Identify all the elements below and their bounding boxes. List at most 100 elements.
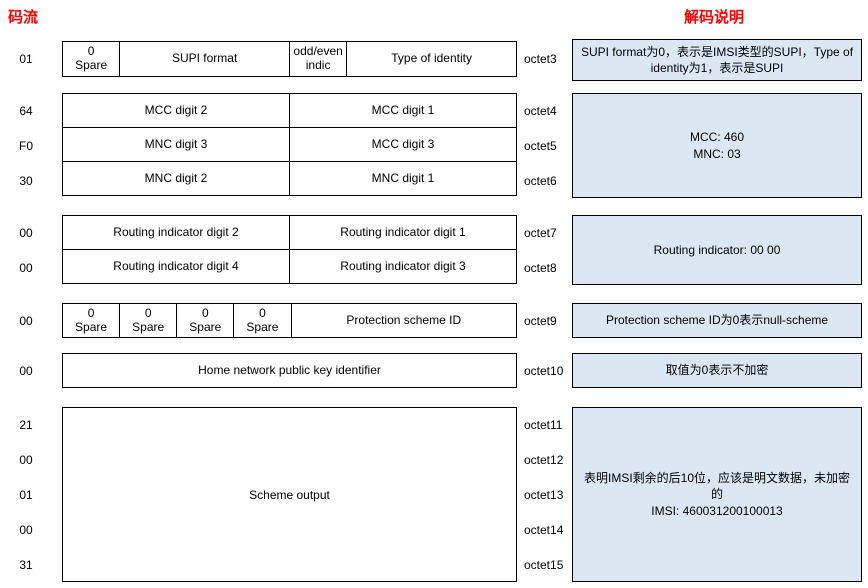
field-protection-scheme-id-label: Protection scheme ID	[346, 312, 462, 327]
note-imsi: 表明IMSI剩余的后10位，应该是明文数据，未加密的 IMSI: 4600312…	[572, 407, 862, 582]
field-odd-even-line2: indic	[305, 58, 331, 72]
hex-column: 64 F0 30	[0, 93, 52, 198]
note-protection-scheme: Protection scheme ID为0表示null-scheme	[572, 303, 862, 338]
table-row: MCC digit 2 MCC digit 1	[62, 93, 517, 128]
field-scheme-output-label: Scheme output	[249, 487, 330, 502]
note-mcc-mnc: MCC: 460 MNC: 03	[572, 93, 862, 198]
hex-value-octet11: 21	[19, 417, 33, 432]
octet-label-octet4: octet4	[524, 103, 557, 118]
octet-label-octet13: octet13	[524, 487, 564, 502]
scheme-output-table: Scheme output	[62, 407, 517, 582]
field-spare: 0 Spare	[62, 41, 121, 77]
field-protection-scheme-id: Protection scheme ID	[290, 303, 517, 338]
field-mcc-digit2-label: MCC digit 2	[144, 102, 208, 117]
note-routing-indicator: Routing indicator: 00 00	[572, 215, 862, 285]
octet-label-octet15: octet15	[524, 557, 564, 572]
protection-scheme-table: 0 Spare 0 Spare 0 Spare	[62, 303, 517, 338]
field-mnc-digit2-label: MNC digit 2	[144, 170, 208, 185]
field-type-of-identity: Type of identity	[346, 41, 517, 77]
field-mnc-digit2: MNC digit 2	[62, 161, 290, 196]
hex-value-octet4: 64	[19, 103, 33, 118]
table-row: Routing indicator digit 2 Routing indica…	[62, 215, 517, 250]
hex-column: 21 00 01 00 31	[0, 407, 52, 582]
protection-scheme-band: 00 0 Spare 0 Spare 0	[0, 303, 868, 338]
hn-pki-band: 00 Home network public key identifier oc…	[0, 353, 868, 388]
field-mcc-digit3-label: MCC digit 3	[371, 136, 435, 151]
field-mcc-digit1: MCC digit 1	[289, 93, 517, 128]
hex-value-octet9: 00	[19, 313, 33, 328]
octet-column: octet10	[524, 353, 570, 388]
octet-label-octet10: octet10	[524, 363, 564, 378]
octet-label-octet9: octet9	[524, 313, 557, 328]
field-scheme-output: Scheme output	[62, 407, 517, 582]
field-mcc-digit1-label: MCC digit 1	[371, 102, 435, 117]
octet-label-octet3: octet3	[524, 52, 557, 66]
field-spare-label: Spare	[75, 319, 108, 334]
field-spare-value: 0	[201, 305, 209, 320]
field-ri-digit3: Routing indicator digit 3	[289, 249, 517, 284]
octet-column: octet3	[524, 41, 570, 77]
stream-header: 码流	[8, 9, 39, 26]
field-ri-digit3-label: Routing indicator digit 3	[340, 258, 466, 273]
field-ri-digit2: Routing indicator digit 2	[62, 215, 290, 250]
scheme-output-band: 21 00 01 00 31 Scheme output octet11 oct…	[0, 407, 868, 582]
field-spare: 0 Spare	[176, 303, 235, 338]
field-spare: 0 Spare	[62, 303, 121, 338]
field-supi-format-label: SUPI format	[171, 51, 238, 66]
field-mnc-digit3-label: MNC digit 3	[144, 136, 208, 151]
field-mnc-digit1-label: MNC digit 1	[371, 170, 435, 185]
field-ri-digit1: Routing indicator digit 1	[289, 215, 517, 250]
octet-column: octet7 octet8	[524, 215, 570, 285]
field-supi-format: SUPI format	[119, 41, 290, 77]
hex-value-octet7: 00	[19, 225, 33, 240]
field-spare-label: Spare	[246, 319, 279, 334]
octet3-table: 0 Spare SUPI format odd/even indic Type …	[62, 41, 517, 77]
field-spare: 0 Spare	[119, 303, 178, 338]
field-ri-digit4-label: Routing indicator digit 4	[113, 258, 239, 273]
field-home-network-pki: Home network public key identifier	[62, 353, 517, 388]
hex-value-octet14: 00	[19, 522, 33, 537]
octet-label-octet14: octet14	[524, 522, 564, 537]
octet-label-octet12: octet12	[524, 452, 564, 467]
hex-value-octet6: 30	[19, 173, 33, 188]
octet-column: octet9	[524, 303, 570, 338]
hn-pki-table: Home network public key identifier	[62, 353, 517, 388]
note-imsi-line1: 表明IMSI剩余的后10位，应该是明文数据，未加密的	[583, 471, 851, 502]
field-ri-digit4: Routing indicator digit 4	[62, 249, 290, 284]
hex-value-octet13: 01	[19, 487, 33, 502]
field-ri-digit1-label: Routing indicator digit 1	[340, 224, 466, 239]
octet-label-octet5: octet5	[524, 138, 557, 153]
octet-label-octet11: octet11	[524, 417, 563, 432]
hex-value-octet15: 31	[19, 557, 33, 572]
field-spare-label: Spare	[75, 58, 108, 72]
routing-indicator-table: Routing indicator digit 2 Routing indica…	[62, 215, 517, 284]
hex-column: 00 00	[0, 215, 52, 285]
hex-value-octet3: 01	[19, 52, 33, 66]
hex-column: 01	[0, 41, 52, 77]
note-imsi-line2: IMSI: 460031200100013	[651, 503, 783, 518]
octet-column: octet4 octet5 octet6	[524, 93, 570, 198]
table-row: MNC digit 2 MNC digit 1	[62, 161, 517, 196]
octet-label-octet8: octet8	[524, 260, 557, 275]
field-spare-value: 0	[144, 305, 152, 320]
field-mnc-digit1: MNC digit 1	[289, 161, 517, 196]
field-spare-value: 0	[87, 44, 95, 59]
field-spare-label: Spare	[132, 319, 165, 334]
field-spare-label: Spare	[189, 319, 222, 334]
field-spare-value: 0	[87, 305, 95, 320]
table-row: Home network public key identifier	[62, 353, 517, 388]
field-spare-value: 0	[259, 305, 266, 320]
field-mnc-digit3: MNC digit 3	[62, 127, 290, 162]
hex-value-octet12: 00	[19, 452, 33, 467]
hex-column: 00	[0, 303, 52, 338]
field-home-network-pki-label: Home network public key identifier	[198, 362, 381, 377]
table-row: MNC digit 3 MCC digit 3	[62, 127, 517, 162]
field-mcc-digit3: MCC digit 3	[289, 127, 517, 162]
note-mcc-line: MCC: 460	[689, 130, 745, 145]
note-mnc-line: MNC: 03	[693, 146, 741, 161]
mcc-mnc-band: 64 F0 30 MCC digit 2 MCC digit 1 MNC dig…	[0, 93, 868, 198]
hex-value-octet8: 00	[19, 260, 33, 275]
table-row: 0 Spare 0 Spare 0 Spare	[62, 303, 517, 338]
table-row: 0 Spare SUPI format odd/even indic Type …	[62, 41, 517, 77]
